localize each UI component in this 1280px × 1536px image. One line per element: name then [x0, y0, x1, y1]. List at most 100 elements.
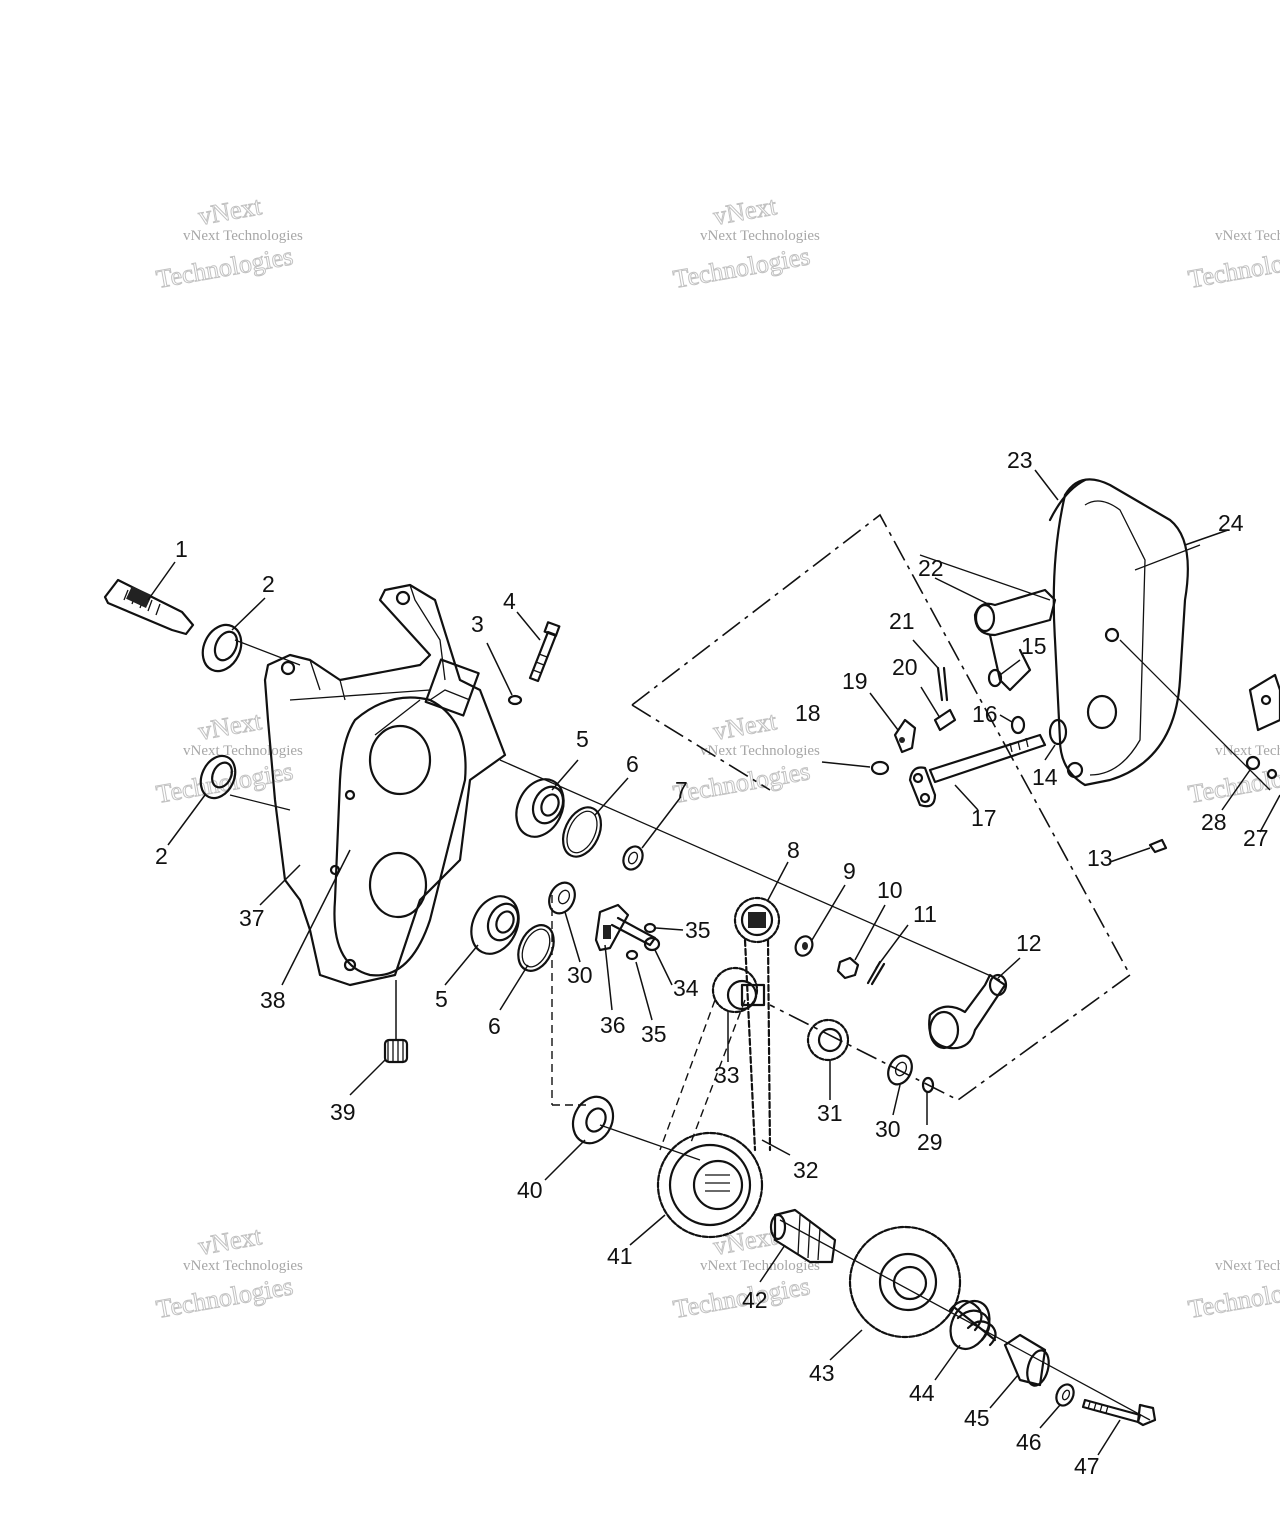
- part-41-large-sprocket: [656, 1131, 764, 1239]
- watermark-small: vNext: [711, 1221, 779, 1261]
- part-15-pin: [987, 668, 1003, 688]
- part-13-bolt: [1148, 838, 1168, 854]
- leader-lines: [147, 469, 1280, 1456]
- label-35: 35: [641, 1021, 667, 1047]
- label-38: 38: [260, 987, 286, 1013]
- part-46-washer: [1055, 1383, 1075, 1407]
- label-12: 12: [1016, 930, 1042, 956]
- part-8-sprocket: [733, 896, 781, 944]
- watermark-large: Technologies: [154, 1271, 295, 1324]
- label-47: 47: [1074, 1453, 1100, 1479]
- label-22: 22: [918, 555, 944, 581]
- watermark-text: vNext Technologies: [183, 1258, 303, 1274]
- part-22-pivot: [973, 588, 1057, 692]
- part-16-washer: [1010, 715, 1026, 735]
- label-36: 36: [600, 1012, 626, 1038]
- label-8: 8: [787, 837, 800, 863]
- watermark-bottom-left: vNext vNext Technologies Technologies: [154, 1221, 304, 1325]
- label-5: 5: [576, 726, 589, 752]
- part-45-cup: [1003, 1333, 1050, 1387]
- label-3: 3: [471, 611, 484, 637]
- part-43-gear: [848, 1225, 962, 1339]
- part-44-spring: [948, 1299, 997, 1351]
- part-19-clip: [893, 718, 917, 754]
- part-42-shaft: [769, 1208, 837, 1264]
- watermark-bottom-right: vNext Technologies Technologies: [1186, 1258, 1280, 1324]
- part-40-washer: [571, 1095, 615, 1145]
- label-11: 11: [913, 901, 937, 927]
- watermark-text: vNext Technologies: [700, 743, 820, 759]
- label-33: 33: [714, 1062, 740, 1088]
- label-2: 2: [155, 843, 168, 869]
- label-10: 10: [877, 877, 903, 903]
- watermark-top-right: vNext Technologies Technologies: [1186, 228, 1280, 294]
- label-31: 31: [817, 1100, 843, 1126]
- watermark-text: vNext Technologies: [183, 228, 303, 244]
- part-17-shaft-lever: [908, 733, 1047, 808]
- part-24-cover: [1048, 478, 1201, 787]
- part-47-bolt: [1081, 1398, 1157, 1427]
- label-30: 30: [567, 962, 593, 988]
- watermark-large: Technologies: [1186, 756, 1280, 809]
- part-21-pin: [936, 666, 949, 702]
- part-5-bearing-upper: [515, 778, 565, 838]
- label-2: 2: [262, 571, 275, 597]
- label-20: 20: [892, 654, 918, 680]
- part-3-nut: [507, 694, 523, 706]
- label-21: 21: [889, 608, 915, 634]
- label-30: 30: [875, 1116, 901, 1142]
- part-30-washer-right: [887, 1054, 913, 1086]
- watermark-text: vNext Technologies: [1215, 1258, 1280, 1274]
- label-46: 46: [1016, 1429, 1042, 1455]
- part-27-bracket: [1248, 673, 1280, 780]
- label-17: 17: [971, 805, 997, 831]
- part-18-spring: [870, 760, 890, 776]
- watermark-large: Technologies: [154, 241, 295, 294]
- watermark-small: vNext: [711, 706, 779, 746]
- label-35: 35: [685, 917, 711, 943]
- part-5-bearing-lower: [470, 895, 520, 955]
- label-13: 13: [1087, 845, 1113, 871]
- label-7: 7: [675, 777, 688, 803]
- part-33-gear: [711, 966, 766, 1014]
- part-39-knob: [383, 980, 409, 1064]
- label-29: 29: [917, 1129, 943, 1155]
- part-2-seal-upper: [201, 623, 243, 673]
- watermark-text: vNext Technologies: [1215, 228, 1280, 244]
- label-34: 34: [673, 975, 699, 1001]
- label-16: 16: [972, 701, 998, 727]
- label-15: 15: [1021, 633, 1047, 659]
- label-28: 28: [1201, 809, 1227, 835]
- watermark-top-left: vNext vNext Technologies Technologies: [154, 191, 304, 295]
- label-39: 39: [330, 1099, 356, 1125]
- part-29-ring: [921, 1076, 935, 1094]
- watermark-text: vNext Technologies: [700, 1258, 820, 1274]
- part-34-bushing: [643, 936, 661, 952]
- watermark-text: vNext Technologies: [183, 743, 303, 759]
- part-14-bushing: [1048, 718, 1068, 746]
- label-41: 41: [607, 1243, 633, 1269]
- part-35-screw-lower: [625, 949, 639, 961]
- label-32: 32: [793, 1157, 819, 1183]
- part-1-shaft: [103, 578, 195, 636]
- part-30-washer-left: [548, 881, 576, 915]
- part-20-pin: [933, 708, 957, 732]
- part-35-screw-upper: [643, 922, 657, 934]
- part-4-bolt: [528, 621, 561, 683]
- label-45: 45: [964, 1405, 990, 1431]
- part-36-fork: [594, 903, 657, 952]
- part-6-ring-lower: [517, 924, 555, 972]
- label-23: 23: [1007, 447, 1033, 473]
- part-6-ring-upper: [561, 806, 603, 858]
- watermark-large: Technologies: [1186, 241, 1280, 294]
- label-24: 24: [1218, 510, 1244, 536]
- part-7-washer: [622, 845, 644, 871]
- label-14: 14: [1032, 764, 1058, 790]
- label-18: 18: [795, 700, 821, 726]
- label-37: 37: [239, 905, 265, 931]
- part-31-gear: [806, 1018, 850, 1062]
- label-27: 27: [1243, 825, 1269, 851]
- label-19: 19: [842, 668, 868, 694]
- watermark-small: vNext: [196, 1221, 264, 1261]
